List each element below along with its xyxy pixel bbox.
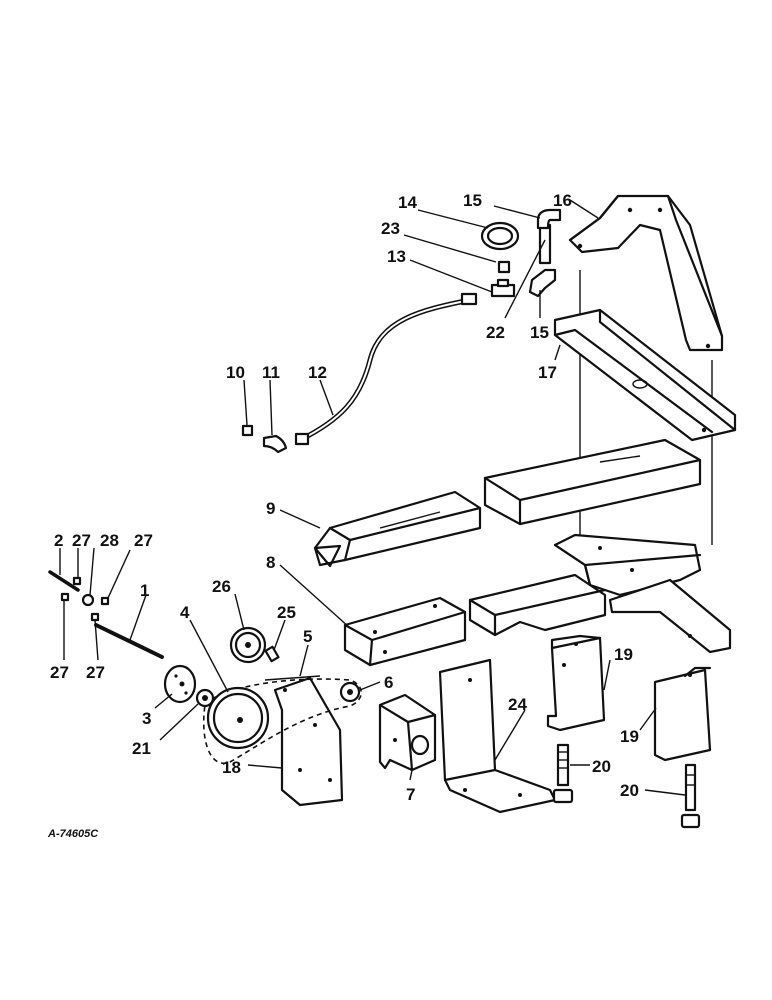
callout-17: 17 [538, 363, 557, 382]
callout-20-upper: 20 [592, 757, 611, 776]
callout-10: 10 [226, 363, 245, 382]
callout-5: 5 [303, 627, 312, 646]
part-20-bolt-right [680, 763, 701, 829]
part-15-elbow-lower [528, 268, 557, 298]
part-19-bracket-right [653, 666, 712, 762]
callout-15-upper: 15 [463, 191, 482, 210]
part-1-shaft [94, 623, 164, 659]
part-23-fitting [497, 260, 511, 274]
part-middle-channel [468, 573, 607, 637]
callout-27-bottom-left: 27 [50, 663, 69, 682]
part-6-small-sprocket [339, 681, 361, 703]
callout-2: 2 [54, 531, 63, 550]
part-20-bolt-left [552, 743, 574, 804]
part-9-tapered-channel [313, 490, 482, 568]
callout-13: 13 [387, 247, 406, 266]
part-17-channel [553, 308, 737, 442]
part-7-bearing-bracket [378, 693, 437, 772]
callout-19-right: 19 [620, 727, 639, 746]
part-11-elbow [262, 434, 288, 454]
leader-lines [59, 199, 686, 796]
part-25-key [264, 645, 280, 663]
callout-11: 11 [262, 363, 280, 382]
part-8-channel [343, 596, 467, 667]
part-19-bracket-left [546, 634, 606, 732]
callout-4: 4 [180, 603, 190, 622]
callout-24: 24 [508, 695, 527, 714]
callout-20-lower: 20 [620, 781, 639, 800]
part-lower-right-channel-assembly [553, 533, 732, 654]
callout-8: 8 [266, 553, 275, 572]
callout-9: 9 [266, 499, 275, 518]
part-12-hose [294, 292, 478, 446]
callout-21: 21 [132, 739, 151, 758]
callout-6: 6 [384, 673, 393, 692]
callout-19-left: 19 [614, 645, 633, 664]
part-14-gauge [480, 221, 520, 251]
part-21-collar [195, 688, 215, 708]
callout-28: 28 [100, 531, 119, 550]
part-10-plug [241, 424, 254, 437]
callout-18: 18 [222, 758, 241, 777]
part-13-tee [490, 278, 516, 298]
callout-23: 23 [381, 219, 400, 238]
callout-27-top-left: 27 [72, 531, 91, 550]
part-3-hub [163, 664, 197, 704]
callout-27-top-right: 27 [134, 531, 153, 550]
drawing-reference-code: A-74605C [47, 828, 99, 840]
part-4-large-sprocket [206, 686, 270, 750]
part-28-washer [81, 593, 95, 607]
callout-1: 1 [140, 581, 149, 600]
part-26-sprocket [229, 626, 267, 664]
callout-27-bottom-right: 27 [86, 663, 105, 682]
part-upper-channel-assembly [483, 438, 702, 526]
part-2-pin [48, 570, 80, 592]
callout-26: 26 [212, 577, 231, 596]
callout-15-lower: 15 [530, 323, 549, 342]
callout-16: 16 [553, 191, 572, 210]
callout-labels: 14 23 13 15 16 22 15 17 10 11 12 9 8 2 2… [50, 191, 639, 804]
callout-22: 22 [486, 323, 505, 342]
callout-3: 3 [142, 709, 151, 728]
part-5-drive-chain [202, 675, 363, 765]
part-22-nipple [538, 223, 552, 265]
callout-25: 25 [277, 603, 296, 622]
callout-12: 12 [308, 363, 327, 382]
part-18-mounting-plate [273, 676, 344, 807]
part-24-angle-plate [438, 658, 557, 814]
callout-14: 14 [398, 193, 417, 212]
part-15-elbow-upper [536, 208, 562, 230]
callout-7: 7 [406, 785, 415, 804]
part-16-support-bracket [568, 194, 724, 352]
